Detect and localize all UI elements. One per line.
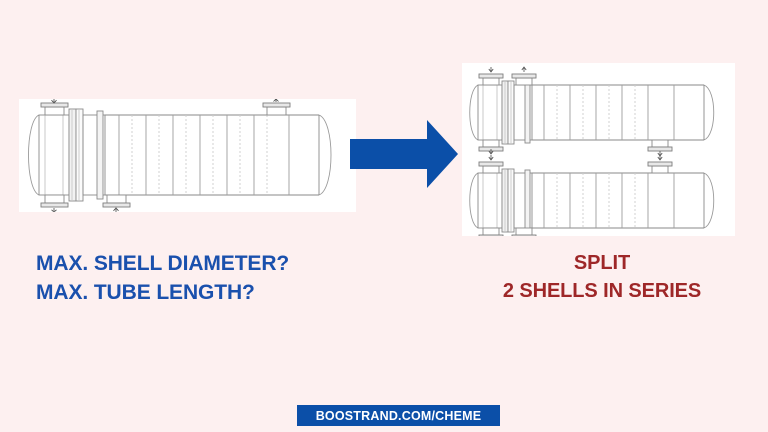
upper-nozzle-top-spool bbox=[511, 73, 537, 86]
upper-flow-arrows bbox=[488, 66, 663, 157]
left-caption-line-2: MAX. TUBE LENGTH? bbox=[36, 280, 255, 304]
nozzle-bottom-spool bbox=[102, 194, 131, 208]
footer-url-label: BOOSTRAND.COM/CHEME bbox=[315, 408, 482, 423]
left-caption: MAX. SHELL DIAMETER? MAX. TUBE LENGTH? bbox=[36, 250, 289, 308]
two-shells-diagram-panel bbox=[462, 63, 735, 236]
nozzle-top-left bbox=[40, 102, 69, 116]
lower-nozzle-bottom-spool bbox=[511, 227, 537, 236]
lower-nozzle-top-shell bbox=[647, 161, 673, 174]
nozzle-top-shell bbox=[262, 102, 291, 116]
single-shell-diagram-panel bbox=[19, 99, 356, 212]
right-caption-line-1: SPLIT bbox=[573, 252, 631, 274]
single-shell-heat-exchanger-drawing bbox=[28, 99, 332, 212]
lower-nozzle-top-channel bbox=[478, 161, 504, 174]
upper-shell bbox=[469, 73, 715, 152]
flow-arrows bbox=[51, 99, 279, 212]
lower-flow-arrows bbox=[488, 155, 663, 161]
footer-url-badge[interactable]: BOOSTRAND.COM/CHEME bbox=[297, 405, 500, 426]
right-caption: SPLIT 2 SHELLS IN SERIES bbox=[452, 250, 752, 305]
upper-nozzle-bottom-shell bbox=[647, 139, 673, 152]
upper-nozzle-top-channel bbox=[478, 73, 504, 86]
lower-shell bbox=[469, 161, 715, 236]
nozzle-bottom-left bbox=[40, 194, 69, 208]
left-caption-line-1: MAX. SHELL DIAMETER? bbox=[36, 252, 290, 275]
transform-arrow bbox=[350, 112, 460, 196]
two-shells-in-series-drawing bbox=[469, 66, 715, 236]
lower-nozzle-bottom-channel bbox=[478, 227, 504, 236]
right-caption-line-2: 2 SHELLS IN SERIES bbox=[502, 279, 702, 302]
arrow-right-icon bbox=[350, 120, 458, 188]
